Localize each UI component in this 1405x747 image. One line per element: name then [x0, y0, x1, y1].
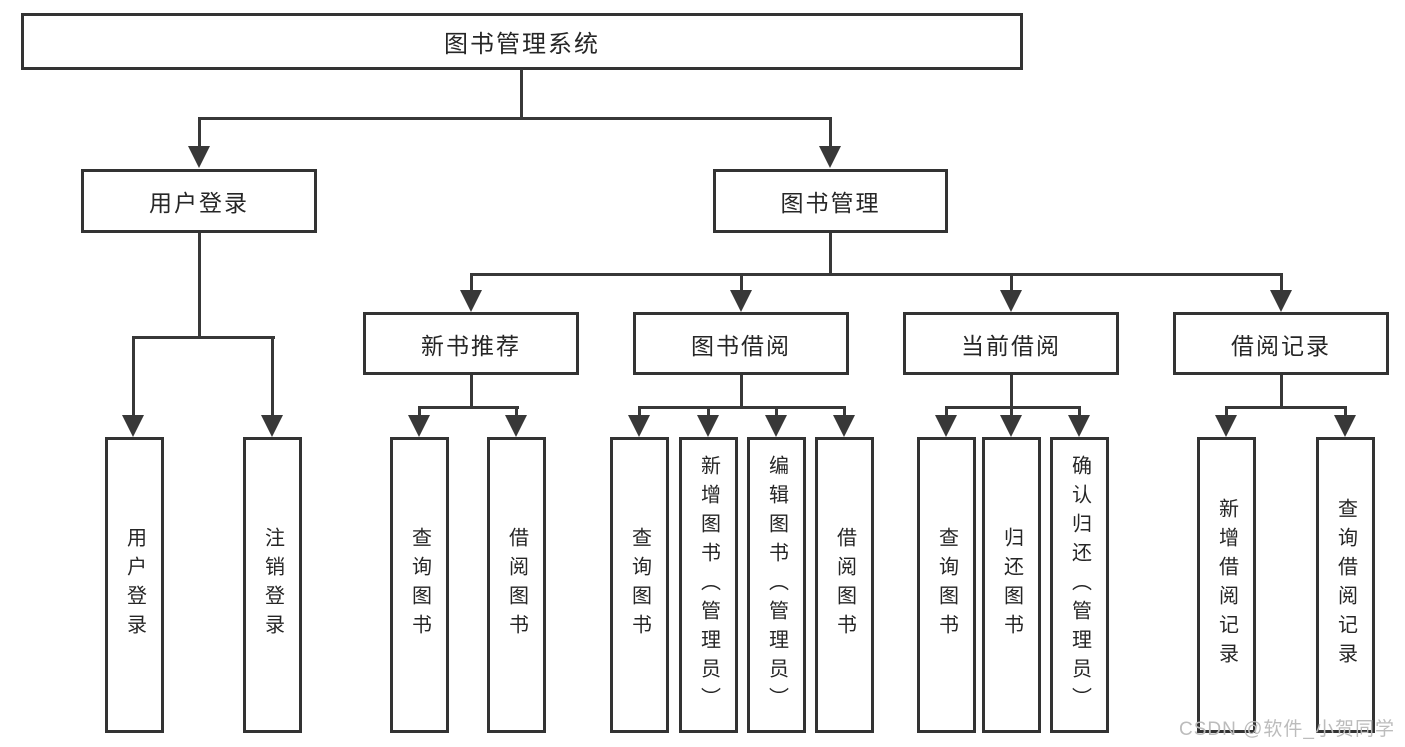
node-label: 图书管理系统	[444, 31, 600, 58]
arrowhead-down-icon	[628, 415, 650, 437]
arrowhead-down-icon	[819, 146, 841, 168]
leaf-label: 查询图书	[935, 527, 958, 643]
edge-bookmgmt-stub	[829, 233, 832, 275]
edge-bookmgmt-rail	[470, 273, 1282, 276]
arrowhead-down-icon	[1000, 290, 1022, 312]
leaf-label: 借阅图书	[833, 527, 856, 643]
edge-borrowing-arm	[707, 406, 710, 418]
leaf-user-login: 用户登录	[105, 437, 164, 733]
leaf-return-books: 归还图书	[982, 437, 1041, 733]
node-current-borrowing: 当前借阅	[903, 312, 1119, 375]
edge-borrowing-stub	[740, 375, 743, 409]
leaf-label: 编辑图书（管理员）	[765, 454, 788, 716]
leaf-borrow-books-borrowing: 借阅图书	[815, 437, 874, 733]
edge-bookmgmt-arm	[470, 273, 473, 290]
leaf-label: 注销登录	[261, 527, 284, 643]
arrowhead-down-icon	[261, 415, 283, 437]
leaf-add-book-admin: 新增图书（管理员）	[679, 437, 738, 733]
edge-bookmgmt-arm	[740, 273, 743, 290]
arrowhead-down-icon	[697, 415, 719, 437]
leaf-label: 新增借阅记录	[1215, 498, 1238, 672]
edge-borrowing-arm	[843, 406, 846, 418]
leaf-edit-book-admin: 编辑图书（管理员）	[747, 437, 806, 733]
leaf-query-books-borrowing: 查询图书	[610, 437, 669, 733]
node-label: 图书管理	[780, 190, 881, 216]
csdn-watermark: CSDN @软件_小贺同学	[1179, 719, 1395, 740]
edge-borrowing-rail	[638, 406, 846, 409]
arrowhead-down-icon	[505, 415, 527, 437]
arrowhead-down-icon	[833, 415, 855, 437]
arrowhead-down-icon	[122, 415, 144, 437]
node-label: 新书推荐	[421, 332, 521, 359]
leaf-label: 查询图书	[628, 527, 651, 643]
edge-root-arm-right	[829, 117, 832, 149]
edge-current-arm	[1078, 406, 1081, 418]
leaf-label: 新增图书（管理员）	[697, 454, 720, 716]
edge-userlogin-rail	[132, 336, 275, 339]
leaf-label: 用户登录	[123, 527, 146, 643]
arrowhead-down-icon	[1215, 415, 1237, 437]
leaf-label: 查询图书	[408, 527, 431, 643]
edge-userlogin-stub	[198, 233, 201, 338]
edge-current-stub	[1010, 375, 1013, 409]
leaf-query-borrow-record: 查询借阅记录	[1316, 437, 1375, 733]
edge-records-arm	[1225, 406, 1228, 418]
edge-bookmgmt-arm	[1010, 273, 1013, 290]
node-book-management: 图书管理	[713, 169, 948, 233]
leaf-label: 归还图书	[1000, 527, 1023, 643]
edge-recommend-stub	[470, 375, 473, 409]
node-book-borrowing: 图书借阅	[633, 312, 849, 375]
edge-recommend-rail	[418, 406, 519, 409]
edge-records-arm	[1344, 406, 1347, 418]
node-label: 当前借阅	[961, 332, 1061, 359]
leaf-logout: 注销登录	[243, 437, 302, 733]
leaf-label: 借阅图书	[505, 527, 528, 643]
edge-records-stub	[1280, 375, 1283, 409]
node-label: 用户登录	[149, 190, 249, 216]
edge-recommend-arm	[515, 406, 518, 418]
edge-current-arm	[945, 406, 948, 418]
edge-userlogin-arm	[271, 336, 274, 417]
arrowhead-down-icon	[730, 290, 752, 312]
arrowhead-down-icon	[935, 415, 957, 437]
edge-borrowing-arm	[638, 406, 641, 418]
arrowhead-down-icon	[460, 290, 482, 312]
arrowhead-down-icon	[1000, 415, 1022, 437]
edge-root-arm-left	[198, 117, 201, 149]
node-label: 图书借阅	[691, 332, 791, 359]
leaf-label: 查询借阅记录	[1334, 498, 1357, 672]
edge-root-stub	[520, 69, 523, 119]
edge-recommend-arm	[418, 406, 421, 418]
node-user-login: 用户登录	[81, 169, 317, 233]
edge-root-rail	[198, 117, 832, 120]
edge-records-rail	[1225, 406, 1347, 409]
arrowhead-down-icon	[1270, 290, 1292, 312]
edge-bookmgmt-arm	[1280, 273, 1283, 290]
edge-current-rail	[945, 406, 1081, 409]
leaf-borrow-books-recommend: 借阅图书	[487, 437, 546, 733]
node-library-management-system: 图书管理系统	[21, 13, 1023, 70]
arrowhead-down-icon	[408, 415, 430, 437]
arrowhead-down-icon	[1334, 415, 1356, 437]
arrowhead-down-icon	[1068, 415, 1090, 437]
leaf-label: 确认归还（管理员）	[1068, 454, 1091, 716]
leaf-confirm-return-admin: 确认归还（管理员）	[1050, 437, 1109, 733]
edge-current-arm	[1010, 406, 1013, 418]
arrowhead-down-icon	[765, 415, 787, 437]
arrowhead-down-icon	[188, 146, 210, 168]
edge-borrowing-arm	[775, 406, 778, 418]
leaf-query-books-current: 查询图书	[917, 437, 976, 733]
leaf-add-borrow-record: 新增借阅记录	[1197, 437, 1256, 733]
leaf-query-books-recommend: 查询图书	[390, 437, 449, 733]
node-borrowing-records: 借阅记录	[1173, 312, 1389, 375]
node-new-book-recommendation: 新书推荐	[363, 312, 579, 375]
node-label: 借阅记录	[1231, 332, 1331, 359]
edge-userlogin-arm	[132, 336, 135, 417]
